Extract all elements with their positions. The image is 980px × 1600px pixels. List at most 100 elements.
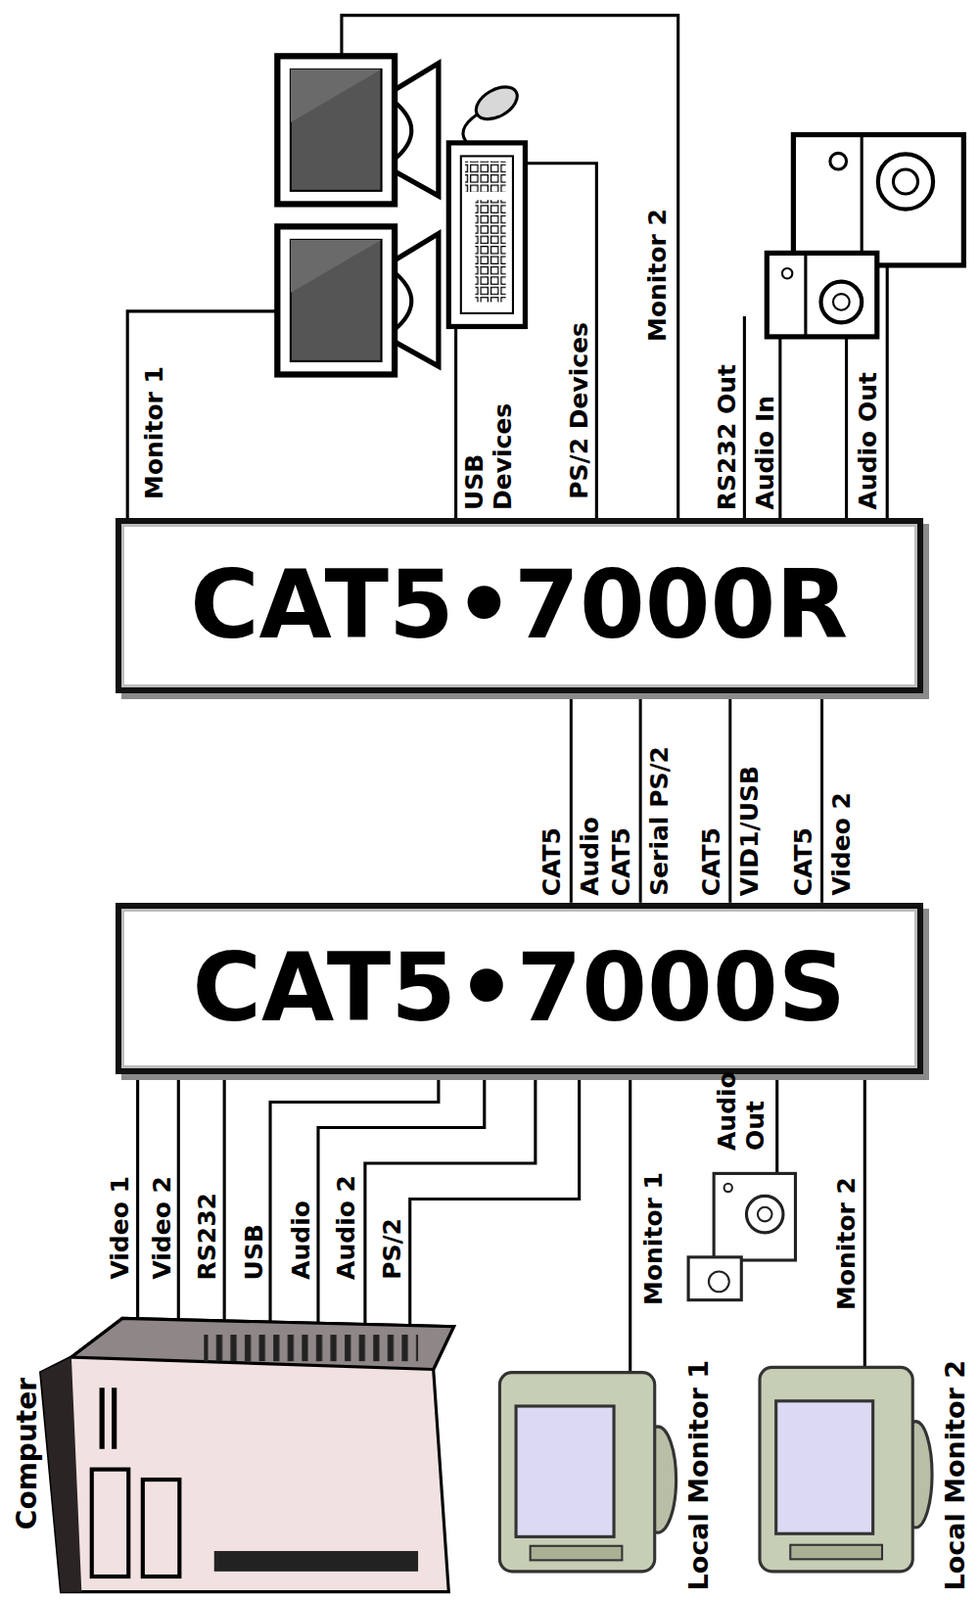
port-label: Monitor 2: [833, 1176, 862, 1310]
speaker-woofer: [708, 1270, 730, 1292]
speaker-woofer: [833, 293, 850, 311]
monitor-back: [394, 233, 439, 367]
speaker-tweeter: [724, 1183, 733, 1192]
port-label: Audio Out: [854, 372, 884, 511]
wire: [886, 265, 889, 518]
monitor-base: [530, 1545, 623, 1561]
computer-side: [41, 1356, 83, 1592]
speaker-box: [688, 1257, 742, 1301]
wire: [778, 336, 782, 518]
monitor-frame: [277, 226, 395, 374]
cable-label: CAT5: [698, 827, 727, 896]
port-label: Monitor 1: [640, 1171, 669, 1306]
computer-vents: [203, 1334, 419, 1361]
port-label: PS/2 Devices: [565, 322, 595, 500]
monitor-frame: [277, 55, 395, 204]
cat5-cable: [820, 693, 824, 903]
cable-label: Video 2: [828, 792, 857, 896]
speaker-edge: [860, 135, 864, 266]
cable-label: Serial PS/2: [646, 746, 675, 896]
wire: [454, 324, 458, 518]
speaker-woofer: [892, 169, 918, 194]
wire: [743, 316, 747, 518]
speaker: [766, 252, 877, 336]
speaker-box: [713, 1172, 795, 1260]
wire: [775, 1073, 779, 1175]
cat5-cable: [728, 693, 732, 903]
local-monitor: [499, 1372, 676, 1572]
device-name: CAT5•7000S: [192, 936, 846, 1041]
cable-label: VID1/USB: [736, 765, 765, 896]
speaker-box: [766, 252, 877, 336]
computer-slot: [214, 1550, 419, 1572]
monitor-back: [394, 63, 439, 196]
keyboard-keys: [465, 161, 507, 192]
monitor-screen: [290, 69, 382, 191]
computer-case: [41, 1317, 455, 1591]
port-label: Video 1: [106, 1175, 136, 1280]
device-box: CAT5•7000R: [115, 517, 924, 694]
wire: [177, 1073, 181, 1326]
port-label: USB: [240, 1223, 270, 1280]
speaker: [793, 135, 964, 266]
monitor-base: [790, 1544, 883, 1560]
port-label: USB Devices: [461, 373, 518, 511]
port-label: Audio In: [751, 395, 781, 511]
port-label: Monitor 2: [644, 208, 673, 342]
keyboard-face: [461, 155, 514, 313]
drive-bay: [142, 1479, 180, 1577]
device-box: CAT5•7000S: [115, 902, 924, 1074]
speaker-box: [793, 135, 964, 266]
speaker-tweeter: [830, 152, 847, 170]
monitor-screen: [290, 239, 382, 362]
cat5-cable: [569, 693, 573, 903]
port-label: Video 2: [148, 1175, 178, 1280]
drive-bay: [92, 1469, 129, 1577]
computer-button: [111, 1387, 117, 1449]
cable-label: CAT5: [607, 827, 637, 896]
wire: [410, 1073, 580, 1328]
port-label: Computer: [11, 1377, 44, 1530]
keyboard-keys: [474, 199, 506, 302]
screen-glare: [290, 239, 382, 293]
remote-monitor: [277, 55, 439, 204]
computer-top: [71, 1317, 455, 1369]
wire: [127, 311, 278, 519]
port-label: RS232 Out: [713, 364, 743, 511]
monitor-body: [759, 1366, 913, 1571]
cable-label: CAT5: [790, 827, 819, 896]
port-label: Local Monitor 1: [683, 1359, 714, 1591]
computer-button: [99, 1387, 105, 1449]
cable-label: Audio: [576, 816, 606, 896]
wire: [365, 1073, 536, 1328]
speaker-tweeter: [782, 268, 793, 279]
speaker: [688, 1172, 795, 1300]
wire: [844, 336, 848, 518]
port-label: Audio: [287, 1200, 317, 1280]
remote-monitor: [277, 226, 439, 374]
port-label: RS232: [193, 1192, 223, 1280]
wire: [223, 1073, 227, 1326]
wire: [863, 1073, 867, 1369]
mouse: [470, 80, 523, 126]
wires: [127, 15, 887, 1375]
wire: [628, 1073, 632, 1374]
wire: [136, 1073, 140, 1326]
monitor-screen: [515, 1405, 614, 1537]
port-label: Monitor 1: [140, 366, 170, 500]
screen-glare: [290, 69, 382, 123]
speaker-woofer: [878, 153, 934, 209]
speaker-woofer: [757, 1207, 773, 1222]
port-label: Local Monitor 2: [939, 1359, 971, 1591]
port-label: PS/2: [378, 1217, 408, 1280]
port-label: Audio Out: [713, 1042, 771, 1151]
device-name: CAT5•7000R: [189, 554, 848, 658]
cable-label: CAT5: [538, 827, 567, 896]
computer: [41, 1317, 455, 1591]
speaker-woofer: [746, 1195, 783, 1233]
speaker-edge: [803, 252, 807, 336]
cat5-cable: [639, 693, 643, 903]
port-label: Audio 2: [332, 1174, 362, 1280]
wire: [524, 163, 597, 519]
